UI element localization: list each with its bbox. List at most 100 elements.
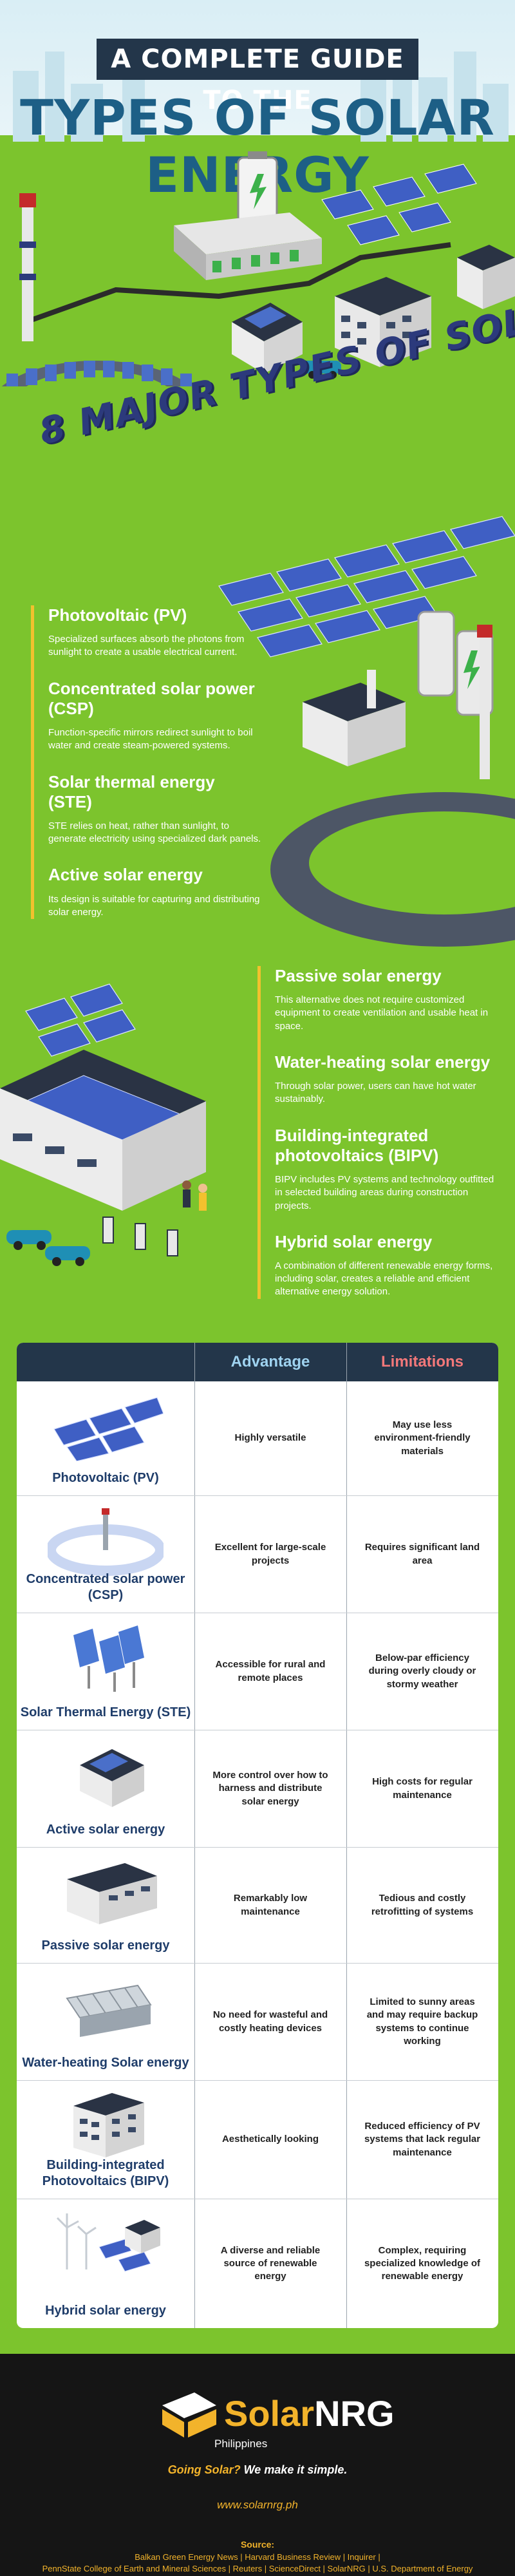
brand-name: SolarNRG (224, 2392, 395, 2434)
types-list-group-b: Passive solar energy This alternative do… (258, 966, 502, 1299)
row-limitation: May use less environment-friendly materi… (374, 1419, 471, 1457)
row-name: Photovoltaic (PV) (52, 1471, 159, 1485)
type-title: Photovoltaic (PV) (48, 605, 187, 625)
type-desc: STE relies on heat, rather than sunlight… (48, 820, 261, 845)
table-row: Photovoltaic (PV) Highly versatile May u… (17, 1381, 498, 1496)
bipv-building-icon (73, 2093, 144, 2157)
type-item: Building-integrated photovoltaics (BIPV)… (275, 1126, 502, 1213)
brand-subtitle: Philippines (214, 2438, 268, 2450)
table-row: Water-heating Solar energy No need for w… (17, 1964, 498, 2081)
website-link[interactable]: www.solarnrg.ph (217, 2499, 298, 2511)
row-name: Hybrid solar energy (45, 2304, 166, 2318)
type-title: Hybrid solar energy (275, 1231, 433, 1251)
brand-nrg: NRG (314, 2393, 395, 2434)
sources-line-1: Balkan Green Energy News | Harvard Busin… (135, 2552, 380, 2562)
type-desc: Its design is suitable for capturing and… (48, 893, 260, 918)
type-title: Passive solar energy (275, 966, 442, 985)
type-item: Hybrid solar energy A combination of dif… (275, 1232, 502, 1299)
source-label: Source: (240, 2539, 275, 2550)
table-row: Active solar energy More control over ho… (17, 1730, 498, 1848)
type-title: Concentrated solar power (CSP) (48, 678, 255, 718)
hero-section: A COMPLETE GUIDE TO THE TYPES OF SOLAR E… (0, 0, 515, 386)
house-icon (232, 303, 303, 374)
row-advantage: More control over how to harness and dis… (212, 1770, 328, 1807)
battery-icon (237, 151, 278, 223)
title-top: A COMPLETE GUIDE TO THE (97, 39, 418, 115)
solar-panel-icon (53, 1397, 164, 1461)
type-desc: Specialized surfaces absorb the photons … (48, 634, 245, 658)
row-limitation: Requires significant land area (364, 1542, 480, 1566)
type-desc: BIPV includes PV systems and technology … (275, 1174, 494, 1211)
type-item: Photovoltaic (PV) Specialized surfaces a… (48, 605, 263, 659)
row-limitation: Below-par efficiency during overly cloud… (368, 1653, 476, 1690)
hero-illustration (1, 151, 515, 386)
wind-turbine-icon (56, 2213, 97, 2269)
mirror-field-icon (270, 792, 515, 947)
house-icon (80, 1749, 144, 1807)
row-limitation: High costs for regular maintenance (372, 1776, 473, 1801)
table-row: Solar Thermal Energy (STE) Accessible fo… (17, 1613, 498, 1730)
title-main: TYPES OF SOLAR ENERGY (20, 89, 495, 204)
table-row: Building-integrated Photovoltaics (BIPV)… (17, 2081, 498, 2199)
row-limitation: Limited to sunny areas and may require b… (366, 1996, 478, 2047)
type-desc: Function-specific mirrors redirect sunli… (48, 727, 253, 752)
row-advantage: Excellent for large-scale projects (214, 1542, 326, 1566)
type-title: Building-integrated photovoltaics (BIPV) (275, 1125, 439, 1165)
comparison-table: Advantage Limitations Photovoltaic (PV) … (17, 1343, 498, 2328)
thermal-panel-icon (73, 1625, 144, 1692)
water-heater-icon (66, 1984, 152, 2037)
tagline: Going Solar? We make it simple. (0, 2463, 515, 2477)
type-item: Passive solar energy This alternative do… (275, 966, 502, 1033)
row-name: Water-heating Solar energy (22, 2056, 189, 2070)
type-title: Water-heating solar energy (275, 1052, 491, 1072)
mirror-field-icon (1, 361, 192, 386)
sources-line-2: PennState College of Earth and Mineral S… (42, 2564, 473, 2573)
header-limitations: Limitations (380, 1353, 464, 1370)
row-advantage: Accessible for rural and remote places (215, 1659, 326, 1683)
row-name: Passive solar energy (41, 1938, 170, 1953)
city-skyline (13, 39, 509, 142)
row-limitation: Tedious and costly retrofitting of syste… (371, 1893, 474, 1917)
types-illustration (0, 516, 515, 1266)
brand-logo: SolarNRG (162, 2392, 395, 2444)
type-item: Concentrated solar power (CSP) Function-… (48, 679, 263, 753)
row-limitation: Reduced efficiency of PV systems that la… (364, 2121, 481, 2158)
row-advantage: No need for wasteful and costly heating … (212, 2009, 328, 2034)
header-advantage: Advantage (230, 1353, 310, 1370)
brand-solar: Solar (224, 2393, 315, 2434)
table-row: Passive solar energy Remarkably low main… (17, 1848, 498, 1964)
warehouse-icon (67, 1863, 157, 1924)
type-desc: A combination of different renewable ene… (275, 1260, 493, 1298)
row-name: Active solar energy (46, 1823, 165, 1837)
column-divider (346, 1343, 347, 2328)
column-divider (194, 1343, 195, 2328)
type-item: Solar thermal energy (STE) STE relies on… (48, 772, 263, 846)
table-row: Concentrated solar power (CSP) Excellent… (17, 1496, 498, 1613)
tagline-question: Going Solar? (167, 2463, 241, 2476)
type-title: Solar thermal energy (STE) (48, 772, 215, 811)
row-advantage: Highly versatile (234, 1432, 306, 1444)
row-name: Concentrated solar power (CSP) (26, 1572, 185, 1602)
tagline-answer: We make it simple. (243, 2463, 348, 2476)
types-list-group-a: Photovoltaic (PV) Specialized surfaces a… (31, 605, 263, 920)
type-item: Water-heating solar energy Through solar… (275, 1052, 502, 1106)
solar-panel-icon (218, 516, 515, 658)
type-title: Active solar energy (48, 865, 203, 885)
row-advantage: A diverse and reliable source of renewab… (220, 2244, 321, 2282)
row-limitation: Complex, requiring specialized knowledge… (364, 2244, 481, 2282)
table-header: Advantage Limitations (17, 1343, 498, 1381)
row-advantage: Aesthetically looking (221, 2134, 319, 2145)
row-name: Solar Thermal Energy (STE) (20, 1705, 191, 1719)
mirror-field-icon (48, 1508, 164, 1576)
type-desc: Through solar power, users can have hot … (275, 1081, 476, 1105)
type-item: Active solar energy Its design is suitab… (48, 865, 263, 919)
footer: SolarNRG Philippines Going Solar? We mak… (0, 2354, 515, 2576)
hybrid-energy-icon (56, 2213, 160, 2272)
type-desc: This alternative does not require custom… (275, 994, 489, 1032)
row-advantage: Remarkably low maintenance (233, 1893, 308, 1917)
table-row: Hybrid solar energy A diverse and reliab… (17, 2199, 498, 2328)
sun-logo-icon (162, 2392, 216, 2438)
row-name: Building-integrated Photovoltaics (BIPV) (42, 2158, 169, 2188)
car-icon (303, 361, 341, 379)
warehouse-icon (0, 1050, 206, 1211)
